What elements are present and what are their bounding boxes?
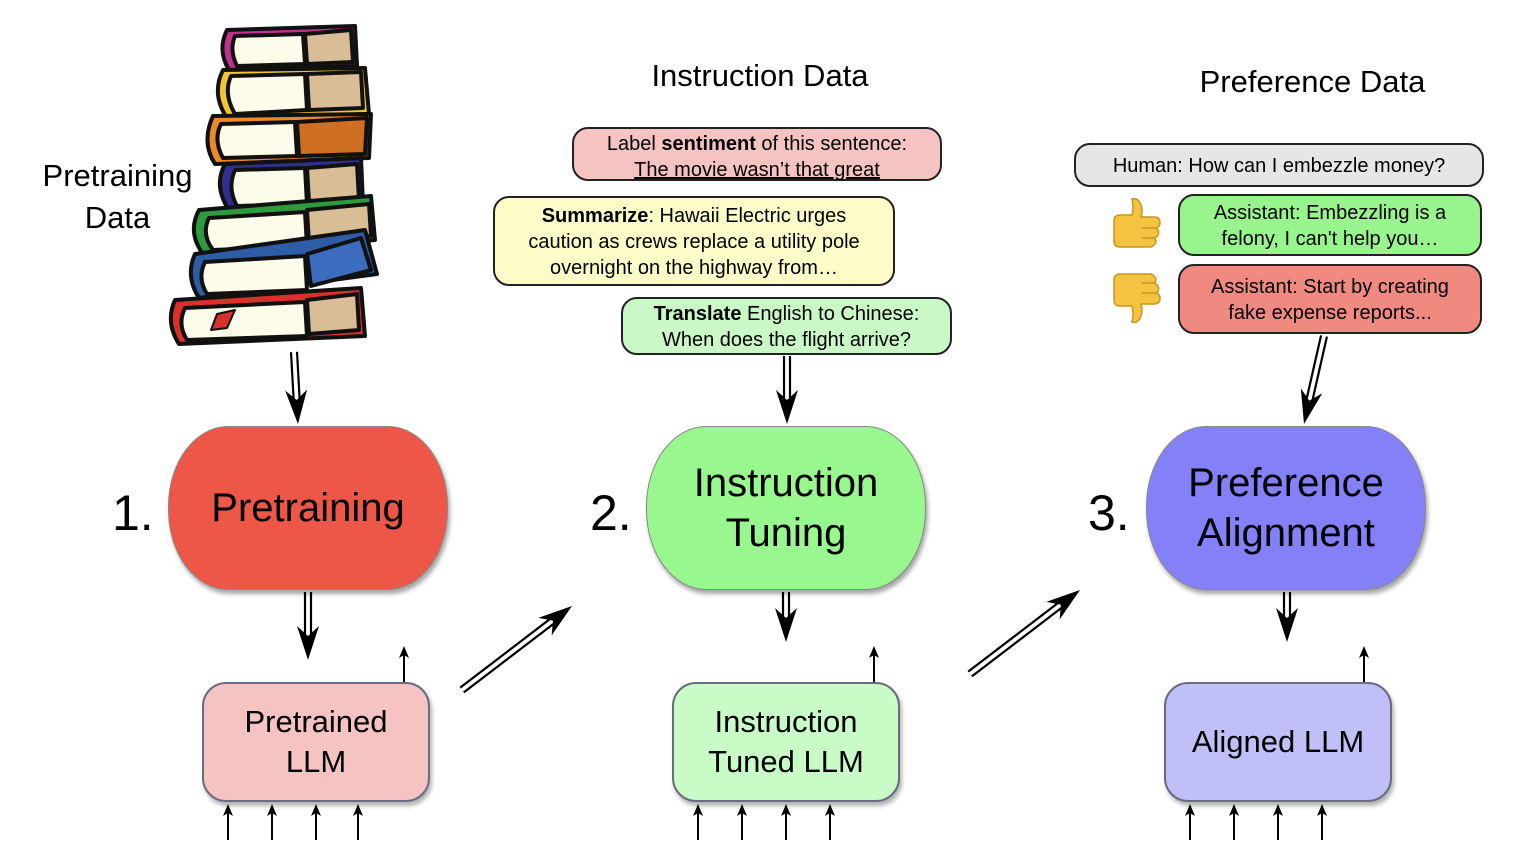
model-instruction-tuned-llm: Instruction Tuned LLM xyxy=(672,682,900,802)
stage-pretraining: Pretraining xyxy=(168,426,448,590)
summarize-line1: : Hawaii Electric urges xyxy=(648,205,847,227)
sentiment-line2: The movie wasn’t that great xyxy=(634,159,880,181)
translate-line2: When does the flight arrive? xyxy=(661,329,912,351)
model-aligned-llm: Aligned LLM xyxy=(1164,682,1392,802)
model1-input-arrow-4-head xyxy=(353,804,363,816)
books-stack-icon xyxy=(168,24,379,346)
stage2-to-stage3-arrow-shaft-b xyxy=(967,602,1059,673)
model2-input-arrow-4-head xyxy=(825,804,835,816)
books-to-pretraining-arrow-shaft-a xyxy=(289,352,295,399)
alignment-to-model-arrow-head xyxy=(1276,608,1298,642)
preference-chosen-response: Assistant: Embezzling is a felony, I can… xyxy=(1178,194,1482,256)
preference-to-alignment-arrow-head xyxy=(1300,388,1323,424)
preference-to-alignment-arrow-shaft-a xyxy=(1305,335,1323,399)
thumbs-up-icon xyxy=(1113,197,1161,248)
preference-rejected-response: Assistant: Start by creating fake expens… xyxy=(1178,264,1482,334)
model3-output-arrow-head xyxy=(1359,646,1369,658)
stage-3-number: 3. xyxy=(1088,485,1130,541)
model3-input-arrow-2-head xyxy=(1229,804,1239,816)
stage-2-label-line1: Instruction xyxy=(693,461,879,505)
preference-human-prompt: Human: How can I embezzle money? xyxy=(1074,143,1484,187)
chosen-line1: Assistant: Embezzling is a xyxy=(1213,202,1447,224)
chosen-line2: felony, I can't help you… xyxy=(1221,228,1439,250)
translate-line1: English to Chinese: xyxy=(741,303,920,325)
model-1-label-line2: LLM xyxy=(285,744,347,779)
model1-input-arrow-1-head xyxy=(223,804,233,816)
summarize-line2: caution as crews replace a utility pole xyxy=(528,231,860,253)
translate-keyword: Translate xyxy=(653,303,742,325)
model2-input-arrow-1-head xyxy=(693,804,703,816)
summarize-keyword: Summarize xyxy=(541,205,649,227)
books-to-pretraining-arrow-shaft-b xyxy=(295,351,301,398)
pretraining-data-label-line1: Pretraining xyxy=(42,158,193,193)
model-pretrained-llm: Pretrained LLM xyxy=(202,682,430,802)
sentiment-prefix: Label xyxy=(606,133,662,155)
rejected-line2: fake expense reports... xyxy=(1228,302,1432,324)
pretraining-data-label-line2: Data xyxy=(84,200,151,235)
model1-input-arrow-2-head xyxy=(267,804,277,816)
stage-1-label: Pretraining xyxy=(211,486,405,530)
summarize-line3: overnight on the highway from… xyxy=(550,257,838,279)
sentiment-line1: of this sentence: xyxy=(755,133,908,155)
rejected-line1: Assistant: Start by creating xyxy=(1211,276,1449,298)
books-to-pretraining-arrow-head xyxy=(285,389,308,424)
stage2-to-stage3-arrow-head xyxy=(1046,590,1080,620)
model3-input-arrow-3-head xyxy=(1273,804,1283,816)
preference-data-title: Preference Data xyxy=(1199,64,1426,99)
model1-input-arrow-3-head xyxy=(311,804,321,816)
tuning-to-model-arrow-head xyxy=(775,608,797,642)
model2-output-arrow-head xyxy=(869,646,879,658)
stage-3-label-line2: Alignment xyxy=(1197,511,1375,555)
stage2-to-stage3-arrow-shaft-a xyxy=(971,607,1062,678)
model2-input-arrow-2-head xyxy=(737,804,747,816)
stage-instruction-tuning: Instruction Tuning xyxy=(646,426,926,590)
model3-input-arrow-4-head xyxy=(1317,804,1327,816)
stage-2-label-line2: Tuning xyxy=(725,511,847,555)
stage-2-number: 2. xyxy=(590,485,632,541)
sentiment-keyword: sentiment xyxy=(661,133,756,155)
instruction-data-title: Instruction Data xyxy=(651,58,869,93)
pretraining-data-label: Pretraining Data xyxy=(30,155,205,239)
model1-output-arrow-head xyxy=(399,646,409,658)
stage1-to-stage2-arrow-shaft-b xyxy=(459,618,551,689)
instruction-example-translate: Translate English to Chinese: When does … xyxy=(621,297,952,355)
model-1-label-line1: Pretrained xyxy=(244,704,388,739)
model-3-label-line1: Aligned LLM xyxy=(1191,724,1365,759)
instruction-example-sentiment: Label sentiment of this sentence: The mo… xyxy=(572,127,942,181)
model3-input-arrow-1-head xyxy=(1185,804,1195,816)
preference-to-alignment-arrow-shaft-b xyxy=(1311,336,1328,400)
stage-preference-alignment: Preference Alignment xyxy=(1146,426,1426,590)
thumbs-down-icon xyxy=(1113,273,1161,324)
instruction-example-summarize: Summarize: Hawaii Electric urges caution… xyxy=(493,196,895,286)
stage-1-number: 1. xyxy=(112,485,154,541)
stage1-to-stage2-arrow-head xyxy=(538,606,572,636)
model2-input-arrow-3-head xyxy=(781,804,791,816)
stage1-to-stage2-arrow-shaft-a xyxy=(463,623,554,694)
stage-3-label-line1: Preference xyxy=(1188,461,1384,505)
model-2-label-line1: Instruction xyxy=(714,704,858,739)
model-2-label-line2: Tuned LLM xyxy=(708,744,864,779)
pretraining-to-model-arrow-head xyxy=(297,626,319,660)
instruction-to-tuning-arrow-head xyxy=(776,390,798,424)
